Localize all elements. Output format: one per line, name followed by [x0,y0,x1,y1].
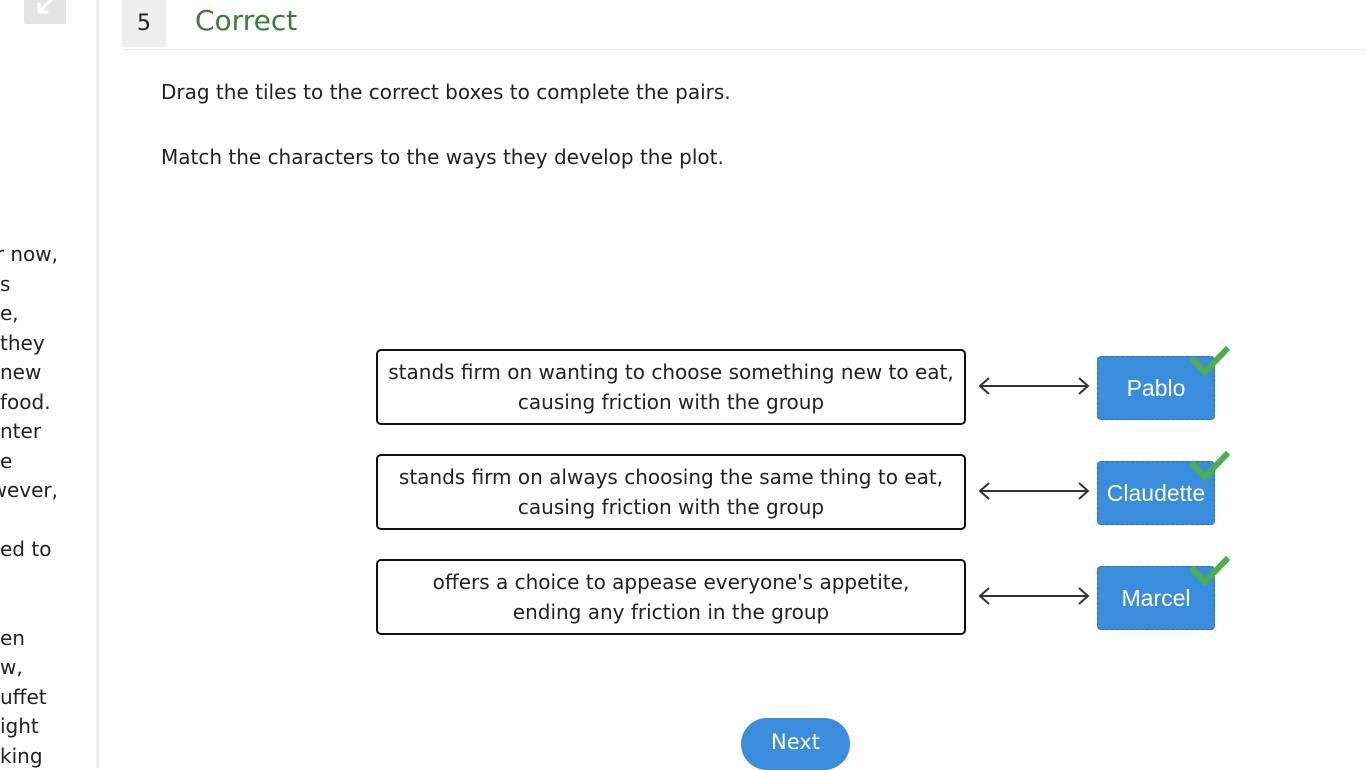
description-box: stands firm on wanting to choose somethi… [376,349,966,425]
double-arrow-icon [978,377,1090,395]
question-number: 5 [122,0,166,47]
check-icon [1190,346,1230,377]
passage-line: food. [0,389,51,414]
question-header: 5 Correct [122,0,1366,50]
passage-line: ed to [0,537,52,561]
next-button[interactable]: Next [741,718,850,770]
check-icon [1190,451,1230,482]
passage-line: nter [0,419,42,443]
instruction-subtext: Match the characters to the ways they de… [161,145,724,169]
passage-line: new [0,360,42,384]
collapse-passage-button[interactable] [24,0,66,24]
instruction-text: Drag the tiles to the correct boxes to c… [161,80,731,104]
description-box: stands firm on always choosing the same … [376,454,966,530]
passage-line: w, [0,655,23,679]
passage-line: s [0,271,11,296]
double-arrow-icon [978,587,1090,605]
description-line: offers a choice to appease everyone's ap… [432,570,910,594]
passage-line: uffet [0,684,47,709]
passage-line: king [0,743,43,768]
panel-divider [96,0,99,768]
passage-line: r now, [0,242,58,266]
description-line: causing friction with the group [517,390,825,414]
passage-line: they [0,330,45,355]
description-line: ending any friction in the group [512,600,830,624]
description-line: causing friction with the group [517,495,825,519]
passage-line: e, [0,301,19,325]
question-status: Correct [195,4,298,37]
description-line: stands firm on always choosing the same … [398,465,944,489]
drag-tile[interactable]: Pablo [1097,356,1215,420]
passage-line: e [0,448,13,473]
passage-line: ight [0,714,39,738]
passage-panel: r now, s e, they new food. nter e wever, ed to en w… [0,0,96,768]
passage-line: wever, [0,478,58,502]
description-line: stands firm on wanting to choose somethi… [388,360,954,384]
check-icon [1190,556,1230,587]
double-arrow-icon [978,482,1090,500]
description-box: offers a choice to appease everyone's ap… [376,559,966,635]
drag-tile[interactable]: Claudette [1097,461,1215,525]
drag-tile[interactable]: Marcel [1097,566,1215,630]
passage-line: en [0,625,25,650]
collapse-arrow-icon [37,0,54,14]
